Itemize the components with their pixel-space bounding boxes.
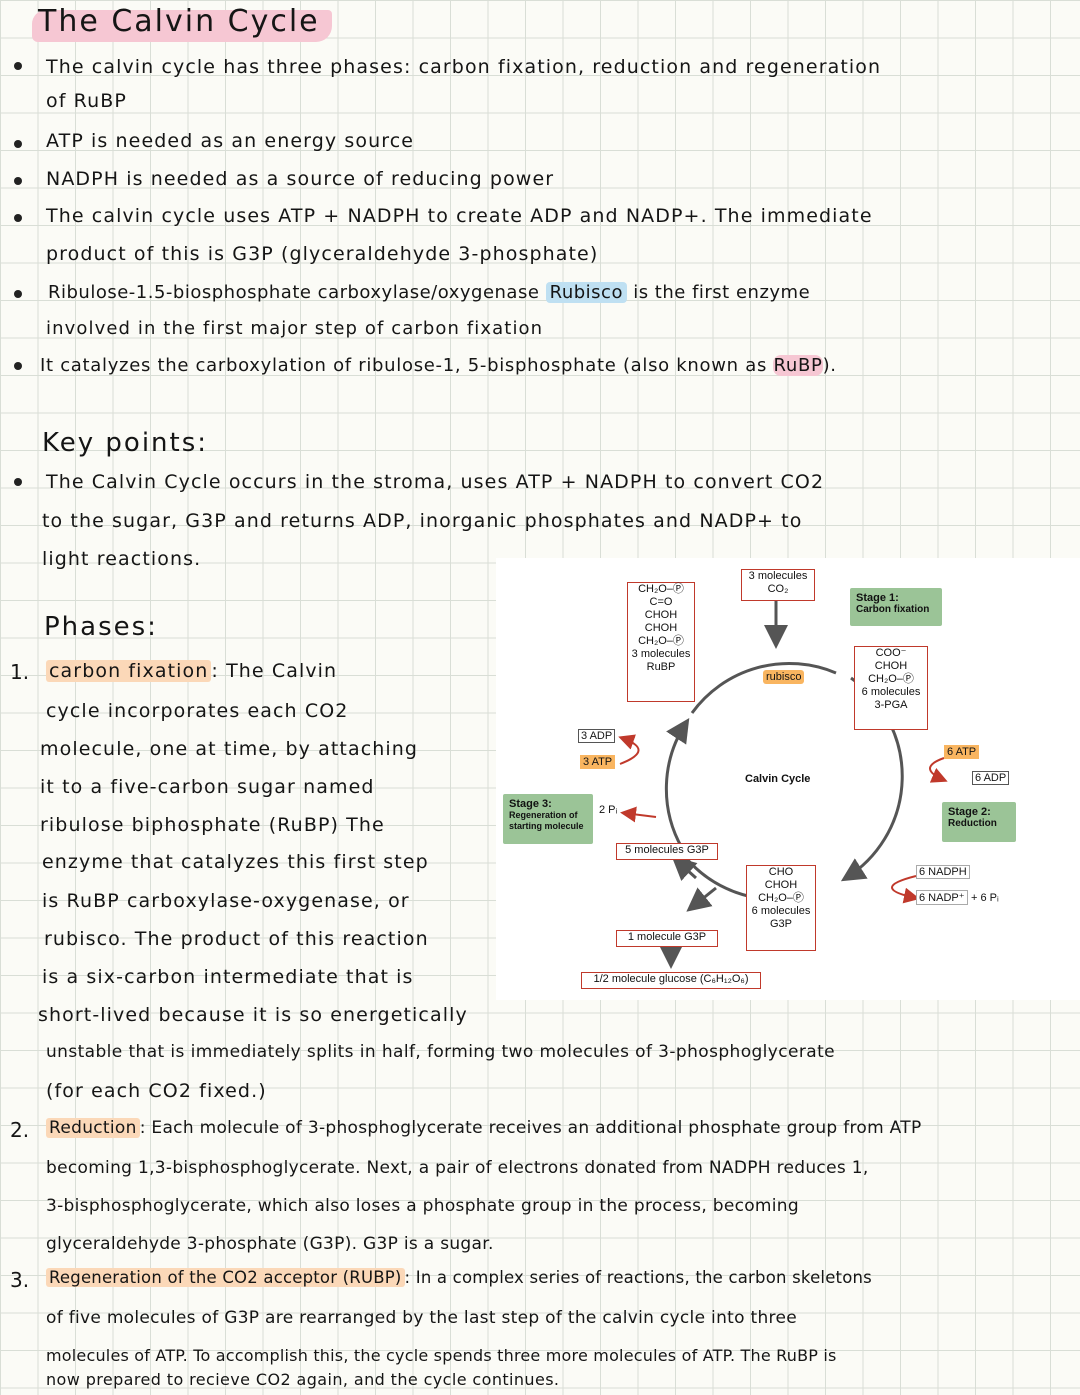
phase-2-number: 2.	[10, 1118, 30, 1142]
pi2-arrow	[620, 806, 657, 823]
phase-1-line: (for each CO2 fixed.)	[46, 1080, 267, 1102]
key-points-heading: Key points:	[42, 428, 209, 458]
intro-line-3: NADPH is needed as a source of reducing …	[46, 168, 555, 190]
rubp-highlight: RuBP	[773, 355, 823, 376]
pi6-label: + 6 Pᵢ	[971, 892, 999, 904]
intro-line-6: It catalyzes the carboxylation of ribulo…	[40, 355, 837, 376]
phase-1-text-0: : The Calvin	[211, 660, 338, 682]
g3p-back-arrow	[671, 855, 698, 881]
phase-1-line: is RuBP carboxylase-oxygenase, or	[42, 890, 410, 912]
phase-1-line: molecule, one at time, by attaching	[40, 738, 419, 760]
phase-3-name: Regeneration of the CO2 acceptor (RUBP)	[46, 1268, 405, 1287]
phase-1-line: ribulose biphosphate (RuBP) The	[40, 814, 385, 836]
intro-line-4b: product of this is G3P (glyceraldehyde 3…	[46, 243, 599, 265]
cycle-arc-left	[664, 717, 690, 849]
catalyzes-end: ).	[822, 355, 837, 376]
glucose-box: 1/2 molecule glucose (C₆H₁₂O₆)	[581, 972, 761, 989]
phase-3-line: of five molecules of G3P are rearranged …	[46, 1308, 797, 1328]
cycle-arc-top	[690, 662, 837, 714]
g3p-box: CHO CHOH CH₂O–Ⓟ 6 molecules G3P	[746, 865, 816, 951]
bullet	[14, 290, 22, 298]
phase-1-name: carbon fixation	[46, 660, 212, 682]
intro-line-1b: of RuBP	[46, 90, 127, 112]
phase-1-line: short-lived because it is so energetical…	[38, 1004, 468, 1026]
key-point-line-2: to the sugar, G3P and returns ADP, inorg…	[42, 510, 803, 532]
atp6-arrow	[929, 757, 948, 783]
page-title: The Calvin Cycle	[38, 4, 320, 39]
bullet	[14, 62, 22, 70]
title-highlight	[32, 10, 332, 42]
phase-2-line: 3-bisphosphoglycerate, which also loses …	[46, 1196, 799, 1216]
atp6-tag: 6 ATP	[944, 745, 980, 759]
phase-2-line-0: Reduction: Each molecule of 3-phosphogly…	[46, 1118, 922, 1138]
adp3-tag: 3 ADP	[578, 729, 616, 743]
bullet	[14, 177, 22, 185]
calvin-cycle-diagram: CH₂O–Ⓟ C=O CHOH CHOH CH₂O–Ⓟ 3 molecules …	[496, 558, 1080, 1000]
pi2-label: 2 Pᵢ	[599, 804, 618, 816]
phase-3-text-0: : In a complex series of reactions, the …	[404, 1268, 872, 1287]
phase-1-line: cycle incorporates each CO2	[46, 700, 349, 722]
stage-2-label: Stage 2: Reduction	[942, 802, 1016, 842]
key-point-line-1: The Calvin Cycle occurs in the stroma, u…	[46, 471, 825, 493]
intro-line-5b: involved in the first major step of carb…	[46, 318, 544, 339]
rubisco-highlight: Rubisco	[545, 282, 627, 303]
phase-3-line: now prepared to recieve CO2 again, and t…	[46, 1370, 560, 1389]
phase-3-line-0: Regeneration of the CO2 acceptor (RUBP):…	[46, 1268, 872, 1287]
rubisco-tag: rubisco	[763, 670, 805, 684]
intro-line-4a: The calvin cycle uses ATP + NADPH to cre…	[46, 205, 873, 227]
phase-2-text-0: : Each molecule of 3-phosphoglycerate re…	[139, 1118, 922, 1138]
atp3-tag: 3 ATP	[580, 755, 616, 769]
pga-box: COO⁻ CHOH CH₂O–Ⓟ 6 molecules 3-PGA	[854, 646, 928, 730]
cycle-center-label: Calvin Cycle	[745, 773, 811, 785]
phase-1-line: rubisco. The product of this reaction	[44, 928, 429, 950]
g3p5-box: 5 molecules G3P	[616, 843, 718, 860]
g3p-out-arrow	[686, 886, 717, 912]
phase-1-line: unstable that is immediately splits in h…	[46, 1042, 836, 1062]
phase-1-line-0: carbon fixation: The Calvin	[46, 660, 337, 682]
g3p1-box: 1 molecule G3P	[616, 930, 718, 947]
nadph6-arrow	[891, 875, 920, 904]
phase-1-line: enzyme that catalyzes this first step	[42, 851, 429, 873]
atp3-arrow	[618, 734, 640, 765]
rubisco-role: is the first enzyme	[633, 282, 811, 303]
bullet	[14, 362, 22, 370]
phase-3-line: molecules of ATP. To accomplish this, th…	[46, 1346, 837, 1365]
intro-line-1a: The calvin cycle has three phases: carbo…	[46, 56, 882, 78]
bullet	[14, 214, 22, 222]
phase-2-line: glyceraldehyde 3-phosphate (G3P). G3P is…	[46, 1234, 494, 1254]
phase-3-number: 3.	[10, 1268, 30, 1292]
stage-1-label: Stage 1: Carbon fixation	[850, 588, 942, 626]
intro-line-5a: Ribulose-1.5-biosphosphate carboxylase/o…	[48, 282, 810, 303]
stage-3-label: Stage 3: Regeneration of starting molecu…	[503, 794, 593, 844]
rubp-box: CH₂O–Ⓟ C=O CHOH CHOH CH₂O–Ⓟ 3 molecules …	[627, 582, 695, 702]
intro-line-2: ATP is needed as an energy source	[46, 130, 415, 152]
adp6-tag: 6 ADP	[972, 771, 1010, 785]
bullet	[14, 140, 22, 148]
phases-heading: Phases:	[44, 612, 158, 642]
bullet	[14, 478, 22, 486]
key-point-line-3: light reactions.	[42, 548, 202, 570]
catalyzes-text: It catalyzes the carboxylation of ribulo…	[40, 355, 768, 376]
phase-2-name: Reduction	[46, 1118, 140, 1138]
phase-1-number: 1.	[10, 660, 30, 684]
phase-1-line: is a six-carbon intermediate that is	[42, 966, 414, 988]
phase-2-line: becoming 1,3-bisphosphoglycerate. Next, …	[46, 1158, 869, 1178]
nadp6-tag: 6 NADP⁺	[916, 890, 968, 905]
rubisco-full-name: Ribulose-1.5-biosphosphate carboxylase/o…	[48, 282, 540, 303]
co2-box: 3 molecules CO₂	[741, 569, 815, 601]
phase-1-line: it to a five-carbon sugar named	[40, 776, 375, 798]
nadph6-tag: 6 NADPH	[916, 865, 970, 879]
